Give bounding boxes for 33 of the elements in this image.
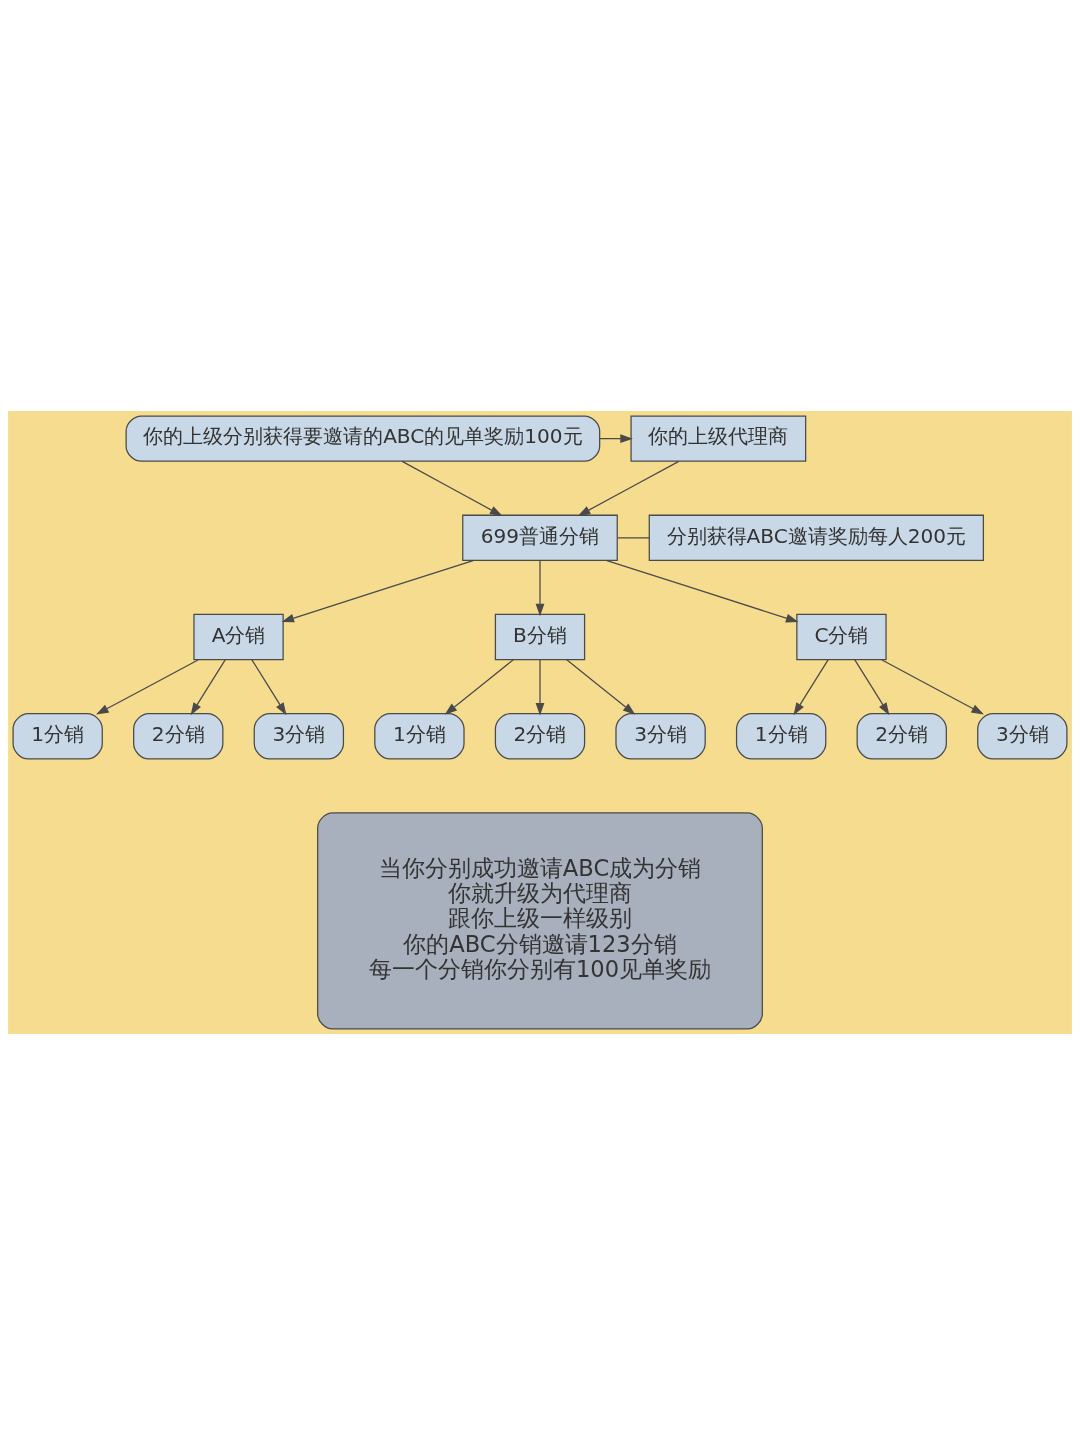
arrow xyxy=(96,658,200,715)
node-box: 699普通分销 xyxy=(462,514,618,561)
node-box: C分销 xyxy=(796,613,887,660)
arrow xyxy=(281,559,474,622)
node-box: 3分销 xyxy=(615,712,706,760)
arrow xyxy=(444,658,514,715)
arrow xyxy=(190,658,226,715)
node-box: A分销 xyxy=(193,613,284,660)
node-box: 分别获得ABC邀请奖励每人200元 xyxy=(648,514,984,561)
arrow xyxy=(251,658,287,715)
connector xyxy=(617,536,650,538)
arrow xyxy=(401,460,503,516)
arrow xyxy=(566,658,636,715)
arrow xyxy=(793,658,829,715)
node-box: 1分销 xyxy=(735,712,827,760)
node-box: 你的上级代理商 xyxy=(630,414,807,462)
node-box: 2分销 xyxy=(856,712,947,760)
arrow xyxy=(599,433,633,443)
node-box: 当你分别成功邀请ABC成为分销 你就升级为代理商 跟你上级一样级别 你的ABC分销邀请123分销 每一个分销你分别有100见单奖励 xyxy=(317,811,763,1030)
node-box: 1分销 xyxy=(12,712,103,760)
arrow xyxy=(577,460,680,516)
node-box: 2分销 xyxy=(133,712,224,760)
arrow xyxy=(535,559,545,616)
node-box: 2分销 xyxy=(494,712,586,760)
node-box: 3分销 xyxy=(253,712,345,760)
arrow xyxy=(880,658,984,715)
node-box: 你的上级分别获得要邀请的ABC的见单奖励100元 xyxy=(125,414,601,462)
node-box: 1分销 xyxy=(374,712,465,760)
arrow xyxy=(535,658,545,716)
node-box: B分销 xyxy=(494,613,586,660)
node-box: 3分销 xyxy=(977,712,1068,760)
arrow xyxy=(606,559,799,622)
arrow xyxy=(854,658,890,715)
